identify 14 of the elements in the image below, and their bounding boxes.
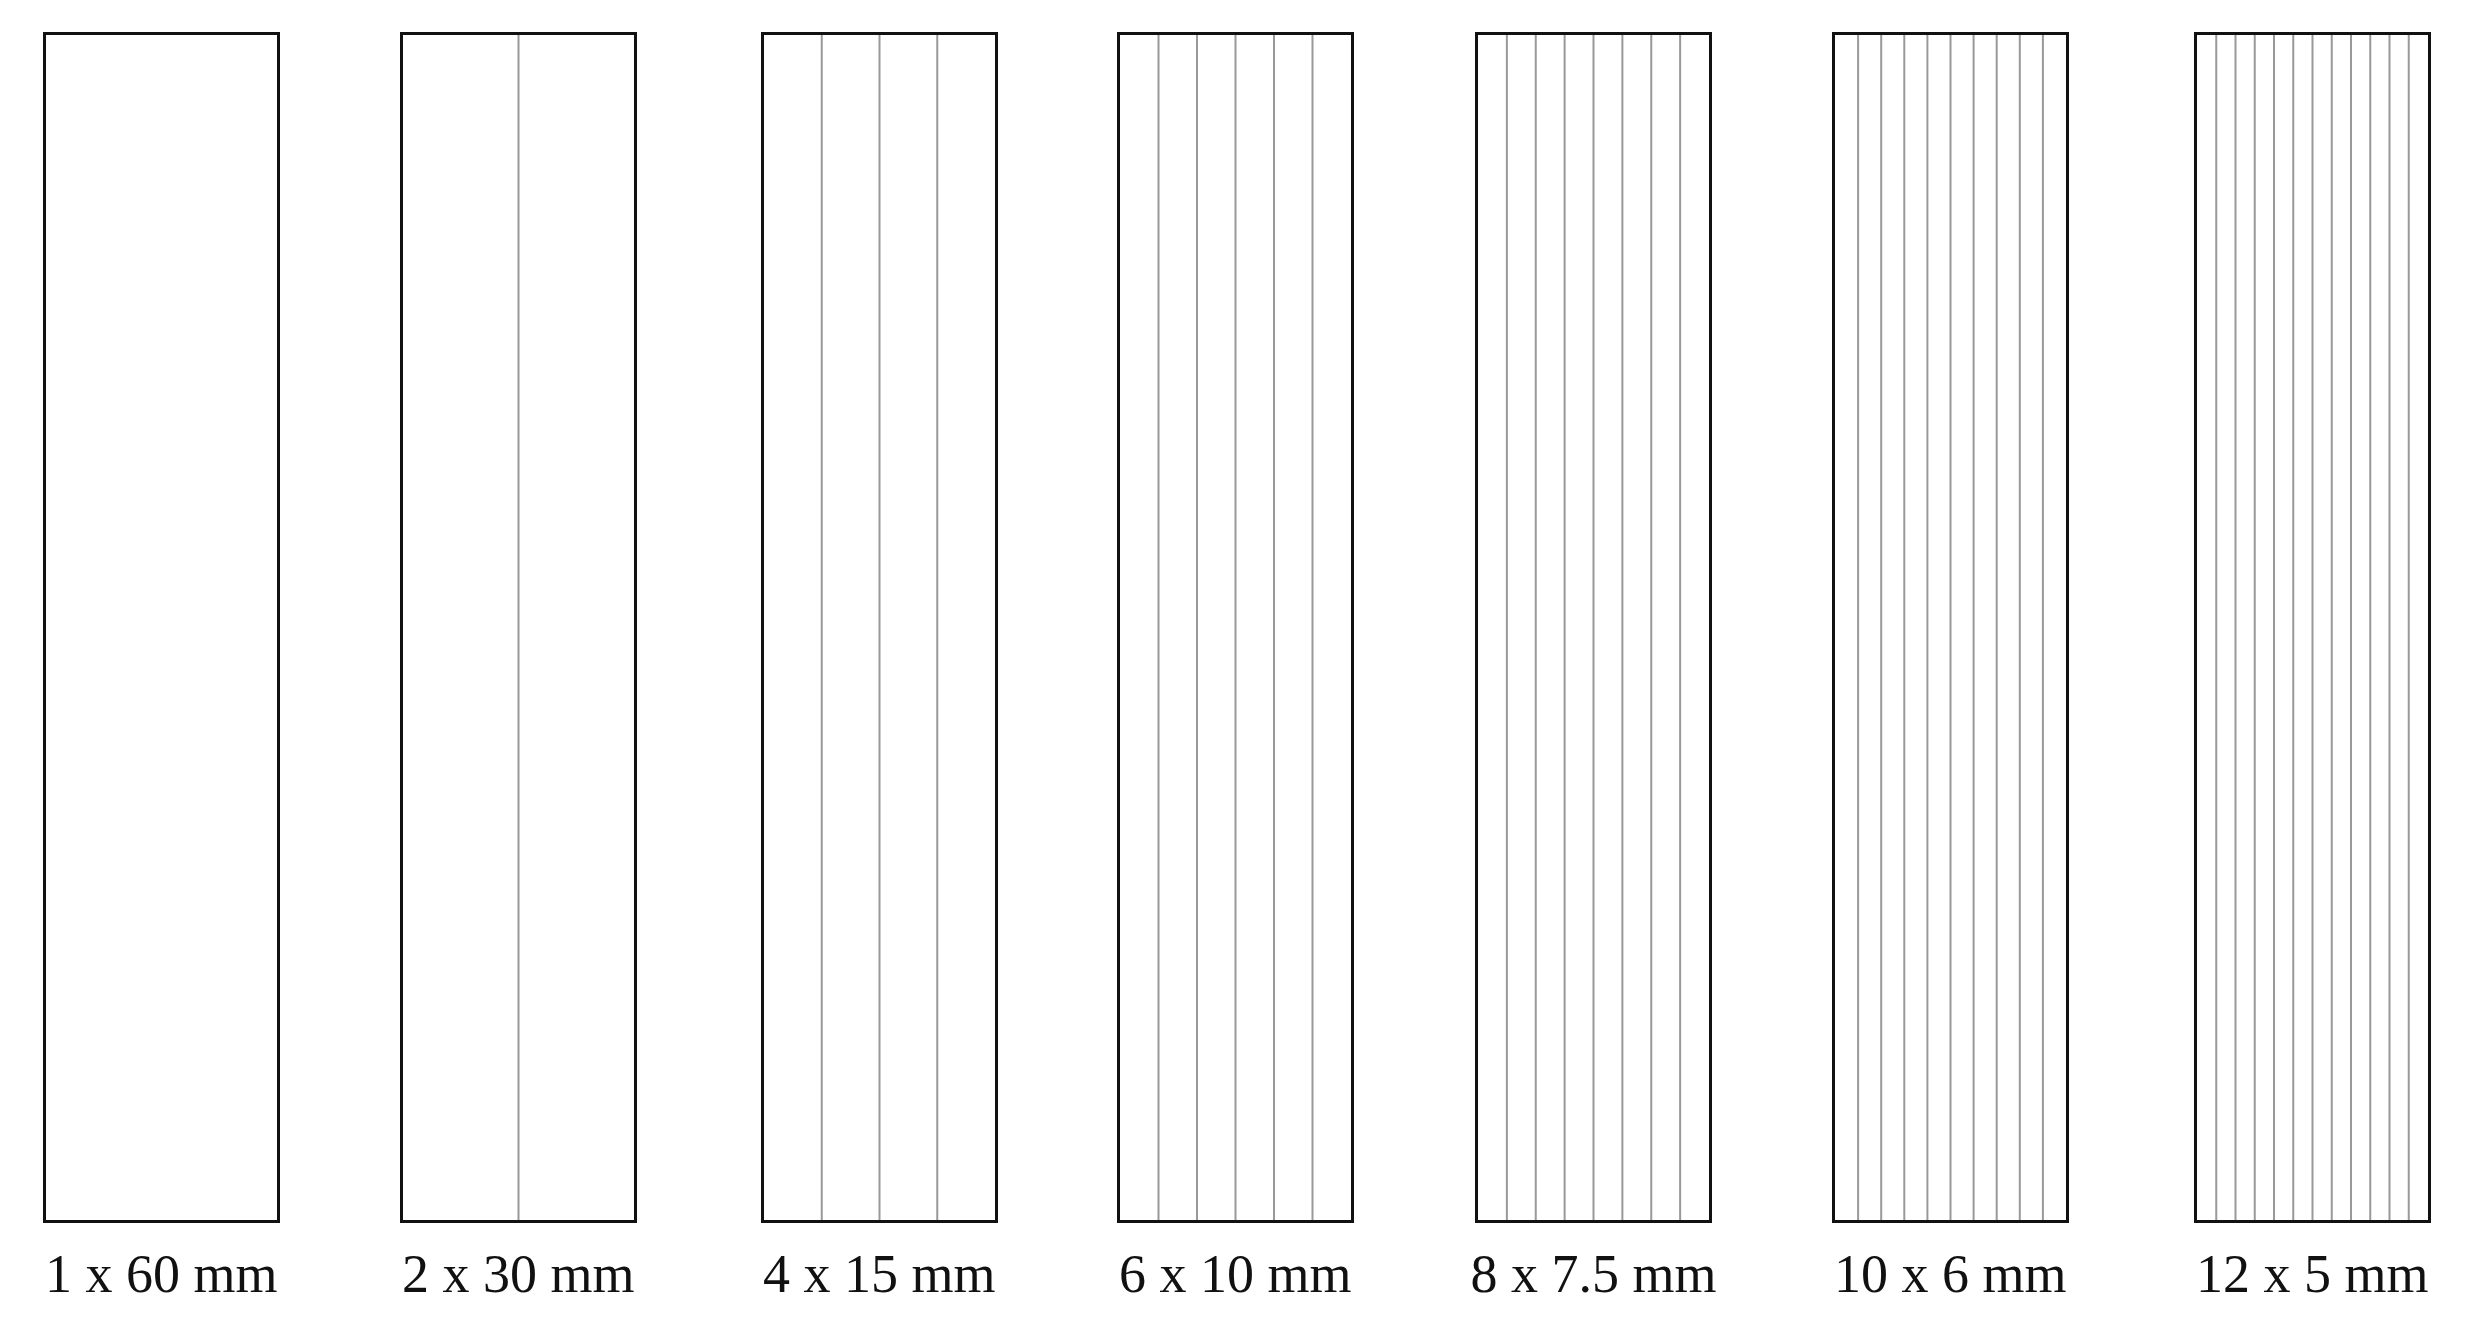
dimension-label: 10 x 6 mm (1834, 1247, 2067, 1301)
dimension-label: 2 x 30 mm (402, 1247, 635, 1301)
divided-rectangle (43, 32, 280, 1223)
dimension-label: 12 x 5 mm (2196, 1247, 2429, 1301)
dimension-label: 4 x 15 mm (763, 1247, 996, 1301)
divided-rectangle (1475, 32, 1712, 1223)
divided-rectangle (2194, 32, 2431, 1223)
divided-rectangle (761, 32, 998, 1223)
dimension-label: 6 x 10 mm (1119, 1247, 1352, 1301)
divided-rectangle (1117, 32, 1354, 1223)
dimension-label: 8 x 7.5 mm (1470, 1247, 1717, 1301)
divided-rectangle (400, 32, 637, 1223)
divided-rectangle (1832, 32, 2069, 1223)
dimension-label: 1 x 60 mm (45, 1247, 278, 1301)
